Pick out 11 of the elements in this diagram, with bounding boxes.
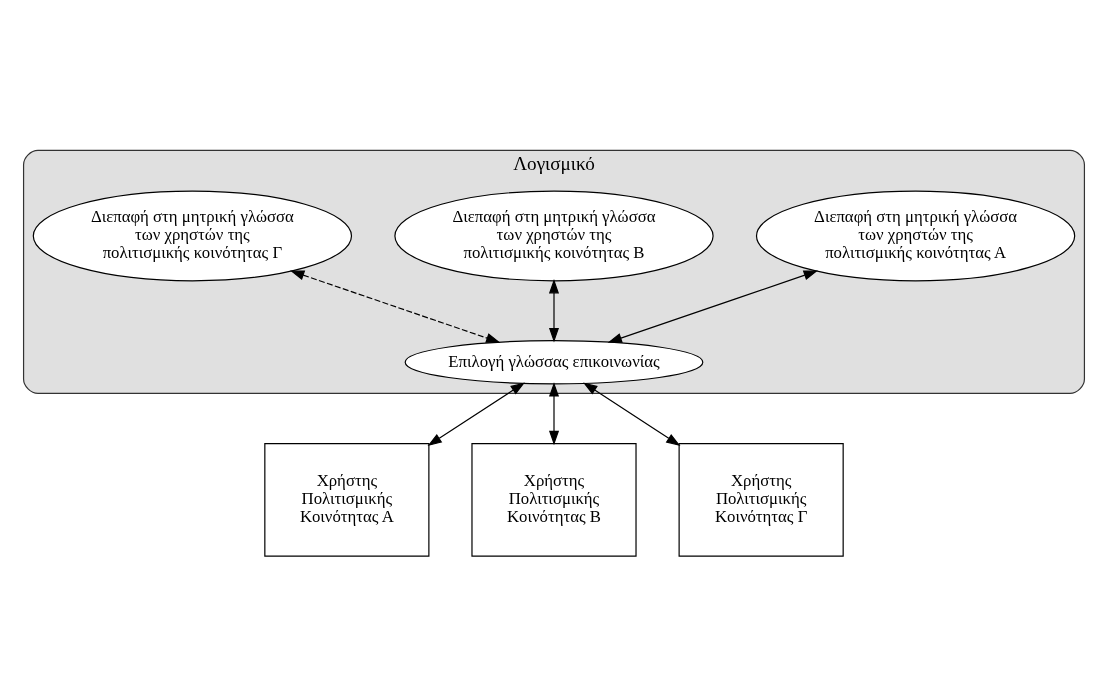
node-box: Χρήστης Πολιτισμικής Κοινότητας Γ: [678, 443, 844, 557]
arrow: [548, 279, 560, 343]
arrow: [427, 382, 525, 447]
node-box: Χρήστης Πολιτισμικής Κοινότητας Β: [471, 443, 637, 557]
arrow: [583, 382, 681, 447]
node-box: Χρήστης Πολιτισμικής Κοινότητας Α: [264, 443, 430, 557]
arrow: [607, 270, 819, 343]
node-ellipse: Επιλογή γλώσσας επικοινωνίας: [404, 340, 704, 385]
node-ellipse: Διεπαφή στη μητρική γλώσσα των χρηστών της πολιτισμικής κοινότητας Β: [394, 190, 714, 282]
arrow: [548, 382, 560, 446]
arrow: [289, 270, 501, 343]
